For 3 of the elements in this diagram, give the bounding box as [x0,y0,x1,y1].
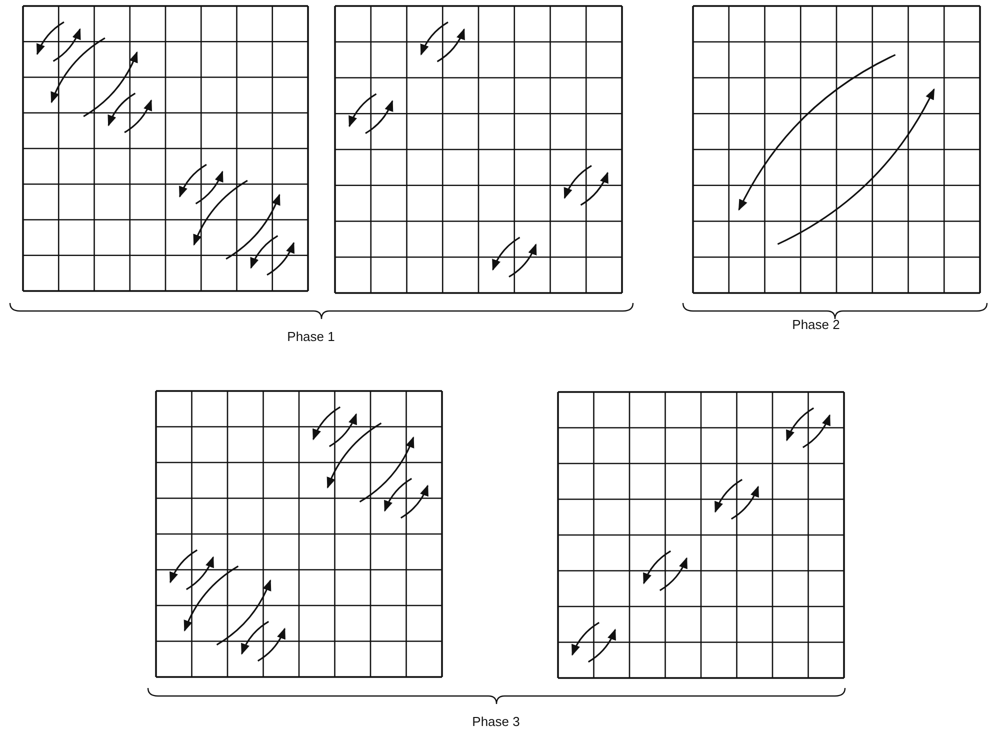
phase-label: Phase 2 [792,317,840,332]
phase-label: Phase 1 [287,329,335,344]
phase-label: Phase 3 [472,714,520,729]
